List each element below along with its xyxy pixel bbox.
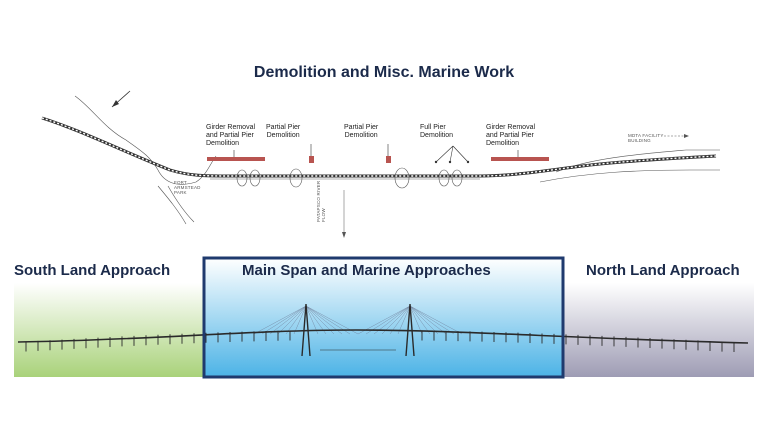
leader-lines: [233, 144, 519, 163]
page-title: Demolition and Misc. Marine Work: [253, 64, 515, 81]
bridge-deck: [17, 329, 749, 344]
label-fort-park: FORT ARMSTEAD PARK: [174, 180, 201, 195]
girder-removal-left-marker: [207, 157, 265, 161]
label-full-pier: Full Pier Demolition: [420, 124, 454, 139]
causeway-inner: [41, 117, 717, 177]
girder-removal-right-marker: [491, 157, 549, 161]
label-girder-removal-left: Girder Removal and Partial Pier Demoliti…: [206, 124, 256, 147]
approach-piers: [25, 330, 735, 352]
causeway-alignment: [41, 116, 717, 178]
partial-pier-marker-2: [386, 156, 391, 163]
flow-arrow-icon: [342, 190, 346, 238]
label-partial-pier-2: Partial Pier Demolition: [344, 124, 379, 139]
pylon-south: [301, 303, 311, 357]
label-girder-removal-right: Girder Removal and Partial Pier Demoliti…: [486, 124, 536, 147]
label-river-flow: PATAPSCO RIVER FLOW: [316, 180, 326, 222]
shoreline-left-lower: [157, 185, 195, 225]
pylon-north: [405, 303, 415, 357]
demolition-markers: [207, 156, 549, 163]
south-approach-background: [14, 283, 204, 377]
leader-arrowheads: [434, 160, 470, 164]
partial-pier-marker-1: [309, 156, 314, 163]
shoreline-right-lower: [539, 169, 720, 183]
north-approach-background: [563, 283, 754, 377]
facility-arrow-icon: [664, 134, 689, 138]
label-partial-pier-1: Partial Pier Demolition: [266, 124, 301, 139]
plan-view: [41, 90, 720, 238]
pier-footprints: [236, 167, 463, 189]
cable-stays: [253, 305, 463, 335]
south-approach-title: South Land Approach: [14, 262, 171, 279]
main-span-background: [204, 258, 563, 377]
label-facility-building: MDTA FACILITY BUILDING: [628, 133, 664, 143]
main-span-frame: [202, 256, 565, 379]
main-span-title: Main Span and Marine Approaches: [242, 262, 491, 279]
bridge-elevation: [17, 303, 749, 357]
north-arrow-icon: [111, 90, 131, 108]
north-approach-title: North Land Approach: [586, 262, 740, 279]
